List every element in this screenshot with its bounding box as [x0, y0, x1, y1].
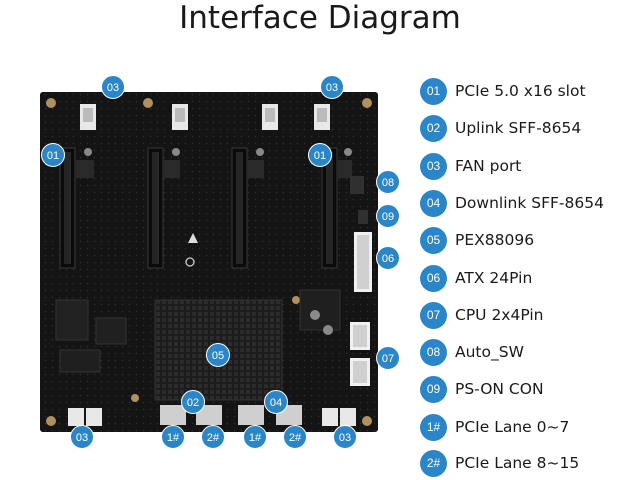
fan-connector: [80, 104, 96, 130]
legend-label: PCIe Lane 8~15: [455, 454, 580, 472]
warning-icon: [188, 233, 198, 243]
callout-fan-port: 03: [333, 425, 357, 449]
legend-badge: 08: [420, 338, 447, 366]
legend-label: PEX88096: [455, 231, 535, 249]
callout-pcie-lane-0-7: 1#: [161, 425, 185, 449]
fan-connector: [322, 408, 338, 426]
ps-on-connector: [358, 210, 368, 224]
legend-label: PCIe Lane 0~7: [455, 418, 570, 436]
legend-item: 05 PEX88096: [420, 226, 635, 254]
cpu-2x4pin-connector: [350, 322, 370, 350]
pcie-slot: [321, 147, 352, 269]
legend-badge: 09: [420, 375, 447, 403]
legend-item: 01 PCIe 5.0 x16 slot: [420, 77, 635, 105]
callout-downlink-sff8654: 04: [264, 390, 288, 414]
legend-item: 08 Auto_SW: [420, 338, 635, 366]
fan-connector: [314, 104, 330, 130]
fan-connector: [172, 104, 188, 130]
pcie-slot: [59, 147, 94, 269]
legend-badge: 07: [420, 301, 447, 329]
legend-badge: 1#: [420, 413, 447, 441]
callout-pcie-lane-8-15: 2#: [201, 425, 225, 449]
legend-item: 07 CPU 2x4Pin: [420, 301, 635, 329]
legend-item: 03 FAN port: [420, 152, 635, 180]
legend-label: Uplink SFF-8654: [455, 119, 582, 137]
callout-fan-port: 03: [70, 425, 94, 449]
pcb-board: [40, 92, 378, 432]
legend-label: Downlink SFF-8654: [455, 194, 604, 212]
legend-badge: 02: [420, 114, 447, 142]
mount-hole: [46, 98, 56, 108]
legend-item: 06 ATX 24Pin: [420, 264, 635, 292]
legend-badge: 01: [420, 77, 447, 105]
legend-item: 04 Downlink SFF-8654: [420, 189, 635, 217]
fan-connector: [262, 104, 278, 130]
legend-badge: 06: [420, 264, 447, 292]
sff8654-connector: [160, 405, 222, 425]
callout-pcie-slot: 01: [41, 143, 65, 167]
legend-item: 09 PS-ON CON: [420, 375, 635, 403]
callout-pcie-slot: 01: [308, 143, 332, 167]
legend-label: PS-ON CON: [455, 380, 544, 398]
pcie-slot: [147, 147, 180, 269]
fan-connector: [68, 408, 84, 426]
legend-badge: 03: [420, 152, 447, 180]
callout-pcie-lane-0-7: 1#: [243, 425, 267, 449]
legend: 01 PCIe 5.0 x16 slot 02 Uplink SFF-8654 …: [420, 0, 635, 480]
legend-item: 2# PCIe Lane 8~15: [420, 449, 635, 477]
legend-item: 1# PCIe Lane 0~7: [420, 413, 635, 441]
legend-badge: 04: [420, 189, 447, 217]
auto-sw-switch: [350, 176, 364, 194]
callout-atx-24pin: 06: [376, 246, 400, 270]
callout-ps-on: 09: [376, 204, 400, 228]
legend-label: ATX 24Pin: [455, 269, 533, 287]
atx-24pin-connector: [354, 232, 372, 292]
callout-uplink-sff8654: 02: [181, 390, 205, 414]
callout-pex88096: 05: [206, 343, 230, 367]
legend-label: CPU 2x4Pin: [455, 306, 544, 324]
mount-hole: [362, 416, 372, 426]
mount-hole: [292, 296, 300, 304]
fan-connector: [340, 408, 356, 426]
board-illustration: 03 03 01 01 08 09 06 05 07 02 04 03 1# 2…: [40, 75, 400, 449]
pcie-slot: [231, 147, 264, 269]
legend-badge: 2#: [420, 449, 447, 477]
mount-hole: [131, 394, 139, 402]
cpu-2x4pin-connector: [350, 358, 370, 386]
mount-hole: [46, 416, 56, 426]
legend-label: PCIe 5.0 x16 slot: [455, 82, 586, 100]
callout-fan-port: 03: [101, 75, 125, 99]
mount-hole: [362, 98, 372, 108]
legend-label: Auto_SW: [455, 343, 524, 361]
callout-cpu-2x4pin: 07: [376, 346, 400, 370]
callout-fan-port: 03: [320, 75, 344, 99]
mount-hole: [143, 98, 153, 108]
callout-pcie-lane-8-15: 2#: [283, 425, 307, 449]
legend-label: FAN port: [455, 157, 522, 175]
page-title: Interface Diagram: [179, 0, 461, 36]
legend-badge: 05: [420, 226, 447, 254]
ground-icon: [185, 257, 195, 267]
callout-auto-sw: 08: [376, 170, 400, 194]
legend-item: 02 Uplink SFF-8654: [420, 114, 635, 142]
fan-connector: [86, 408, 102, 426]
